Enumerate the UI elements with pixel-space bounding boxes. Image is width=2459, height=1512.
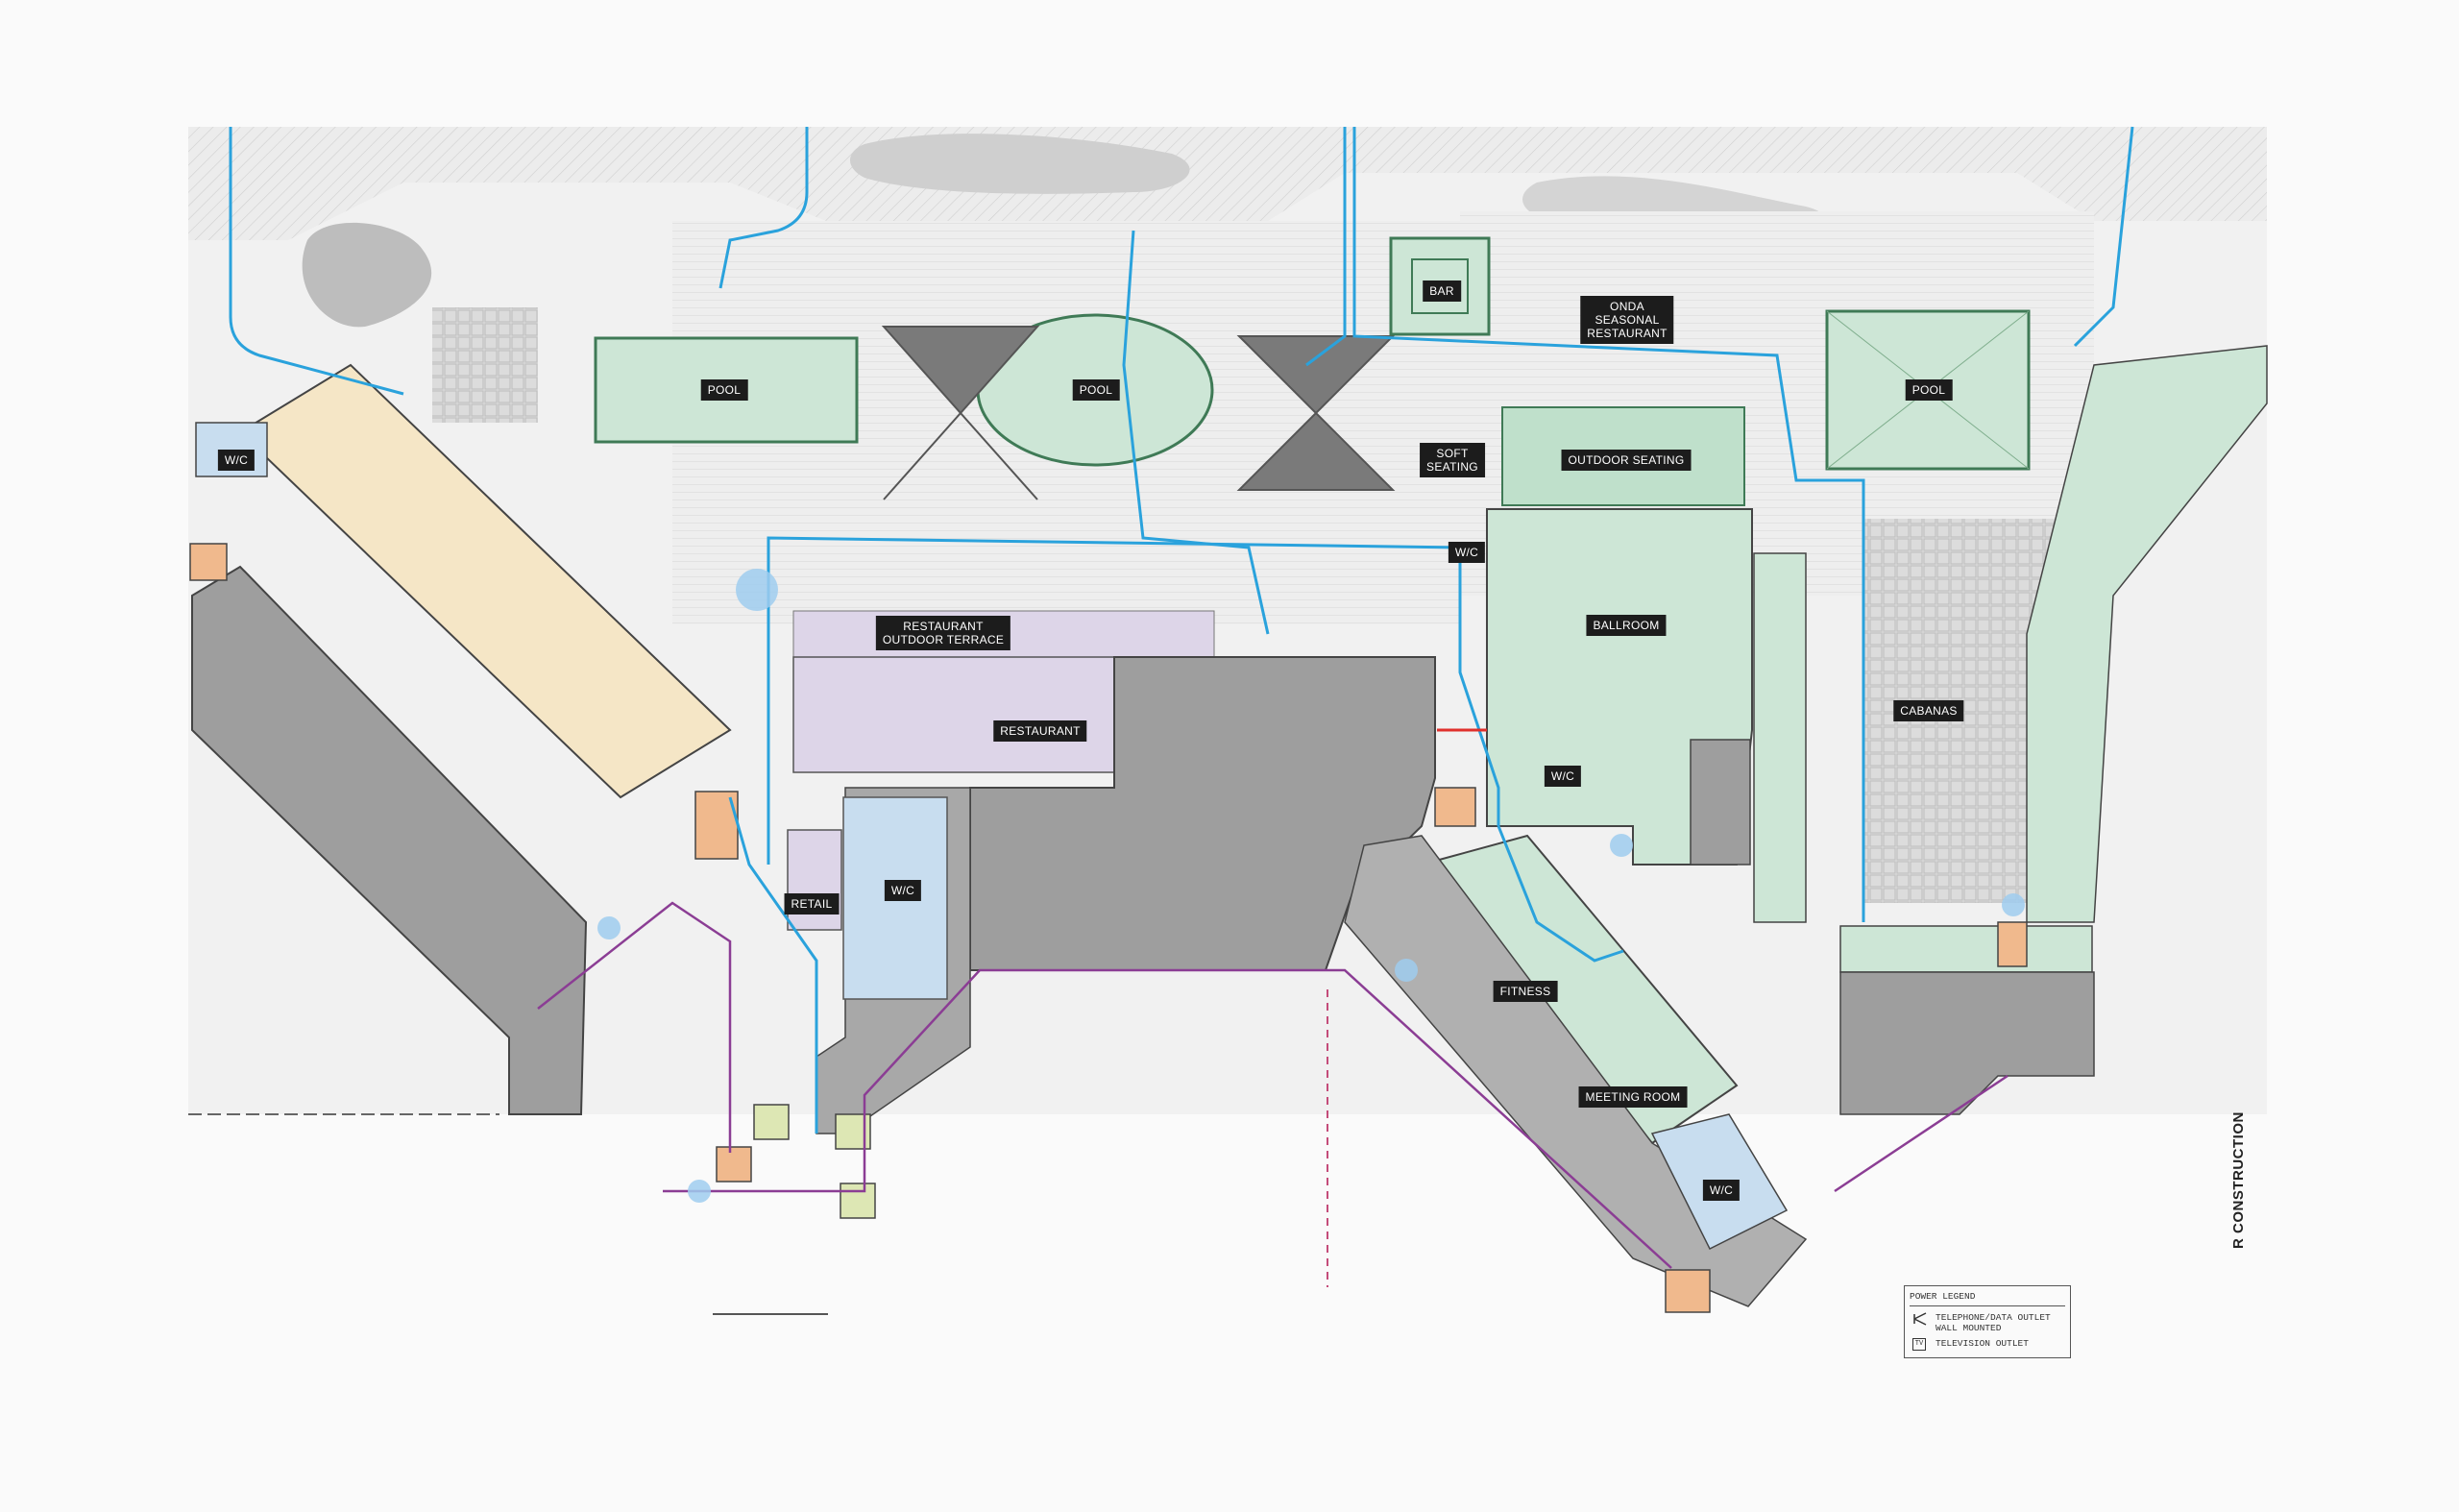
stair-se-bottom [1665, 1269, 1711, 1313]
side-text-construction: R CONSTRUCTION [2230, 1111, 2247, 1249]
label-pool-right: POOL [1905, 379, 1953, 401]
label-pool-center: POOL [1072, 379, 1120, 401]
landscape-blob-top [850, 134, 1190, 194]
label-wc-top-left: W/C [217, 450, 256, 471]
tv-outlet-icon: TV [1912, 1338, 1928, 1352]
east-cabana-strip-left [1753, 552, 1807, 923]
legend-title: POWER LEGEND [1910, 1291, 1976, 1302]
legend-divider [1910, 1305, 2065, 1306]
legend-row-telephone: TELEPHONE/DATA OUTLET WALL MOUNTED [1912, 1312, 2051, 1333]
label-fitness: FITNESS [1493, 981, 1558, 1002]
power-legend: POWER LEGEND TELEPHONE/DATA OUTLET WALL … [1904, 1285, 2071, 1358]
label-wc-ballroom-top: W/C [1448, 542, 1486, 563]
stair-east [1997, 921, 2028, 967]
telephone-data-outlet-icon [1912, 1312, 1928, 1326]
label-meeting-room: MEETING ROOM [1578, 1086, 1688, 1108]
courtyard-grid-left [432, 307, 538, 423]
stair-central-d [716, 1146, 752, 1183]
ballroom-service [1690, 739, 1751, 866]
label-restaurant-outdoor-terrace: RESTAURANT OUTDOOR TERRACE [875, 616, 1011, 650]
kitchen-block [969, 656, 1436, 971]
label-wc-ballroom-bottom: W/C [1544, 766, 1582, 787]
label-retail: RETAIL [784, 893, 840, 915]
stair-central-c [840, 1183, 876, 1219]
guest-room-wing [238, 363, 732, 799]
label-outdoor-seating: OUTDOOR SEATING [1561, 450, 1692, 471]
legend-text-tv: TELEVISION OUTLET [1936, 1338, 2029, 1349]
label-restaurant: RESTAURANT [993, 720, 1087, 742]
label-onda-seasonal-restaurant: ONDA SEASONAL RESTAURANT [1580, 296, 1674, 344]
label-pool-left: POOL [700, 379, 748, 401]
east-cabana-strip-right [2026, 345, 2268, 923]
legend-row-tv: TV TELEVISION OUTLET [1912, 1338, 2029, 1352]
hatched-landscape-top [188, 127, 2267, 240]
legend-text-telephone: TELEPHONE/DATA OUTLET WALL MOUNTED [1936, 1312, 2051, 1333]
label-wc-retail: W/C [884, 880, 922, 901]
west-service-wing [191, 565, 588, 1115]
label-bar: BAR [1423, 280, 1461, 302]
tv-symbol-text: TV [1912, 1338, 1926, 1351]
label-wc-bottom-right: W/C [1702, 1180, 1741, 1201]
shade-sails-left [881, 326, 1040, 500]
wayfinding-markers [597, 569, 2025, 1203]
stair-west-top [189, 543, 228, 581]
pool-left [594, 336, 859, 444]
south-service-block [1839, 971, 2095, 1115]
label-cabanas: CABANAS [1893, 700, 1964, 721]
retail-block [787, 829, 842, 931]
stair-central-a [753, 1104, 790, 1140]
egress-route [537, 901, 2009, 1269]
south-cabana-row [1839, 925, 2093, 973]
landscape-blob-left [302, 222, 432, 328]
circulation-paths [229, 126, 2134, 1134]
label-ballroom: BALLROOM [1586, 615, 1667, 636]
label-soft-seating: SOFT SEATING [1420, 443, 1485, 477]
stair-se-top [1434, 787, 1476, 827]
shade-sails-right [1236, 335, 1396, 491]
